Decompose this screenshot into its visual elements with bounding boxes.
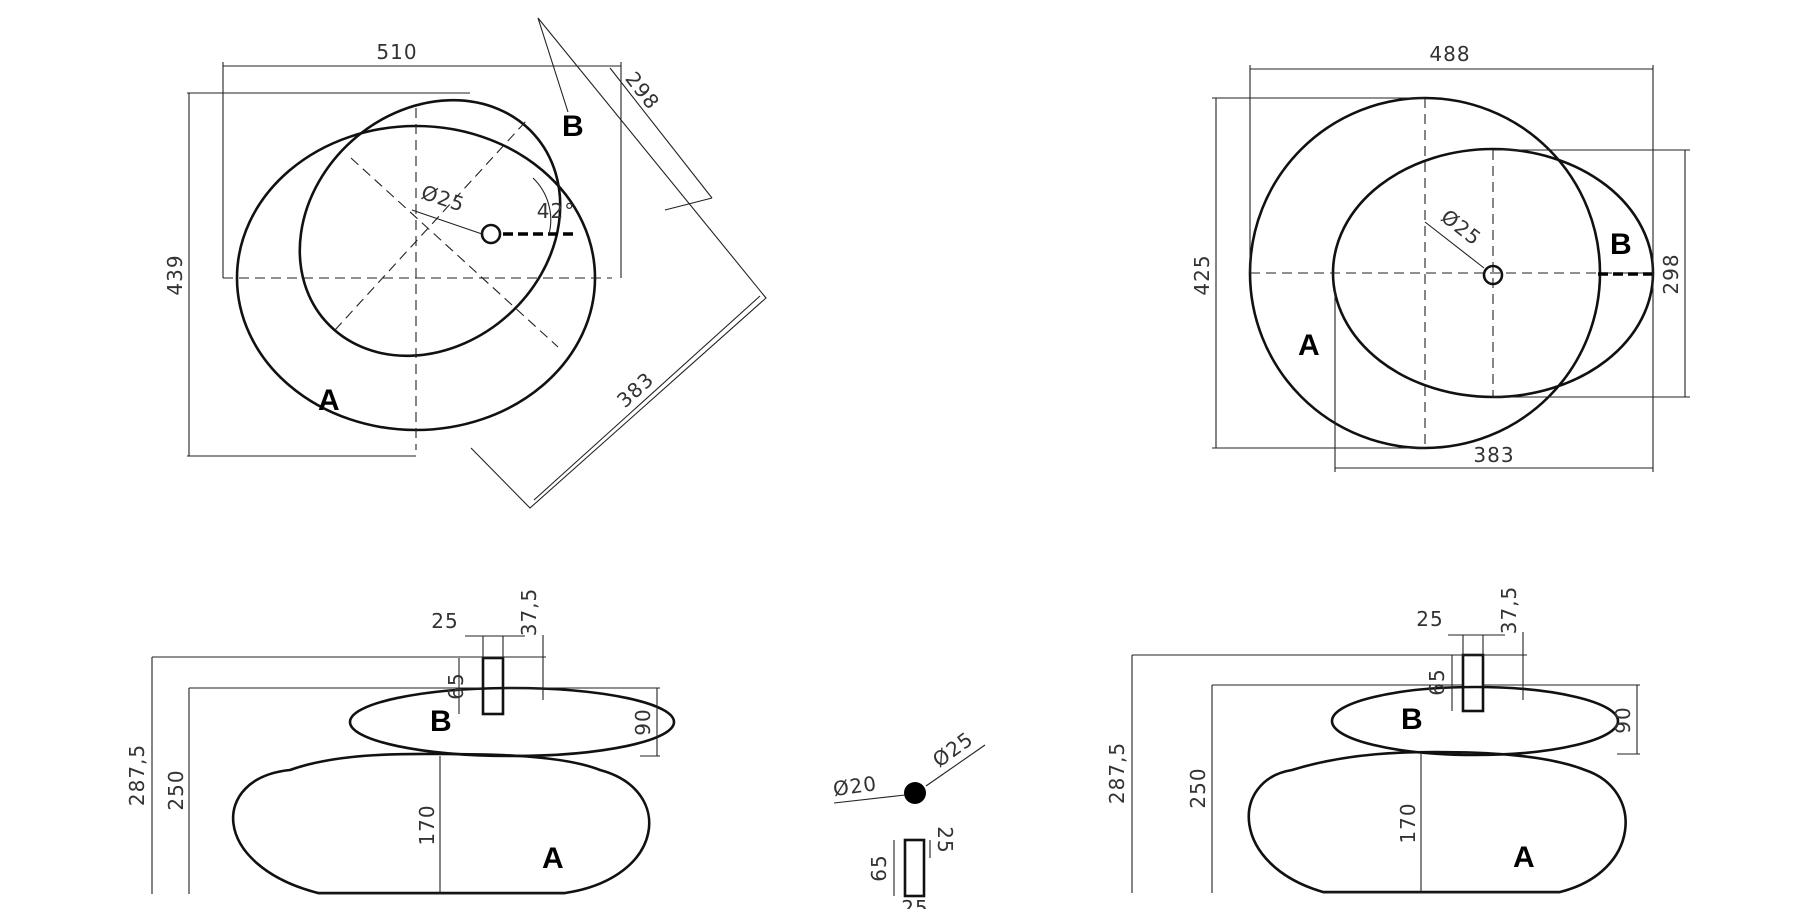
tap-detail-body [903,838,926,898]
dim-width-488: 488 [1429,42,1470,66]
top-left-plan-view: 510 439 298 383 Ø25 42° A B [163,17,767,509]
dim-bowl-b-383: 383 [612,367,659,412]
dim-detail-width: 25 [901,896,928,909]
label-bowl-b: B [1610,228,1632,261]
label-bowl-b: B [1401,703,1423,736]
dim-tap-height: 65 [1425,668,1449,695]
dim-height-250: 250 [1186,767,1210,808]
label-bowl-a: A [318,384,340,417]
bowl-a-outline [1247,750,1627,894]
dim-bowl-b-298: 298 [620,67,664,114]
top-right-plan-view: 488 425 298 383 Ø25 A B [1190,42,1690,472]
dim-tap-offset: 37,5 [517,588,541,637]
label-bowl-a: A [1513,841,1535,874]
dim-bowl-b-298: 298 [1659,253,1683,294]
tap-detail: Ø20 Ø25 65 25 25 [831,727,986,909]
bowl-a-outline [231,752,651,895]
dim-hole-25: Ø25 [1437,204,1487,250]
side-left-elevation: 25 37,5 65 287,5 250 90 170 A B [125,588,676,895]
dim-total-height: 287,5 [125,744,149,806]
tap-body [481,656,505,716]
side-right-elevation: 25 37,5 65 287,5 250 90 170 A B [1105,586,1640,894]
label-bowl-a: A [1298,329,1320,362]
dim-bowl-b-90: 90 [1611,706,1635,733]
label-bowl-b: B [430,705,452,738]
dim-tap-height: 65 [444,672,468,699]
dim-detail-top: 25 [933,826,957,853]
dim-tap-width: 25 [431,609,458,633]
dim-height-425: 425 [1190,254,1214,295]
bowl-b-outline [348,686,676,758]
dim-detail-height: 65 [867,854,891,881]
dim-height-250: 250 [164,769,188,810]
dim-detail-outer: Ø25 [928,727,978,772]
tap-hole-top-right [1482,264,1504,286]
tap-body [1461,653,1485,713]
tap-hole-top-left [480,223,502,245]
dim-angle-42: 42° [537,199,575,223]
bowl-b-outline [298,98,562,358]
dim-tap-offset: 37,5 [1497,586,1521,635]
label-bowl-a: A [542,842,564,875]
dim-width-510: 510 [376,40,417,64]
dim-bowl-a-170: 170 [415,804,439,845]
dim-height-439: 439 [163,254,187,295]
dim-tap-width: 25 [1416,607,1443,631]
dim-total-height: 287,5 [1105,742,1129,804]
tap-detail-circle [904,782,926,804]
dim-bowl-b-90: 90 [631,708,655,735]
dim-bowl-b-383: 383 [1473,443,1514,467]
bowl-b-outline [1330,685,1620,757]
dim-detail-inner: Ø20 [831,771,878,801]
dim-bowl-a-170: 170 [1396,802,1420,843]
label-bowl-b: B [562,110,584,143]
